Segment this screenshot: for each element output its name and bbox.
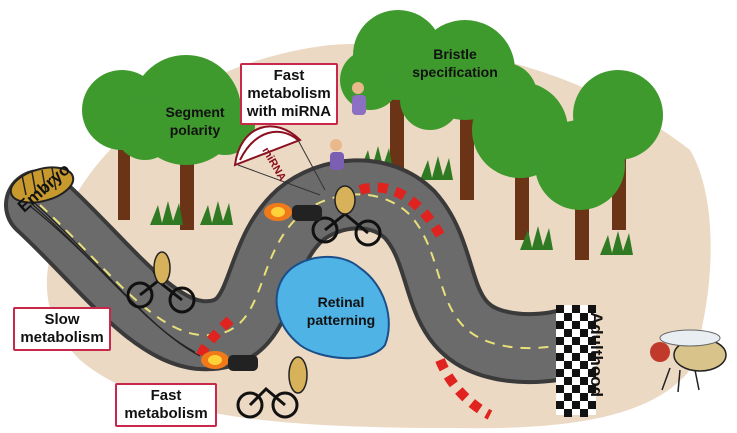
checker-square xyxy=(556,305,564,313)
checker-square xyxy=(580,313,588,321)
checker-square xyxy=(556,321,564,329)
checker-square xyxy=(588,337,596,345)
child-figure xyxy=(330,139,344,170)
tree-icon xyxy=(535,120,625,260)
checker-square xyxy=(564,329,572,337)
checker-square xyxy=(580,409,588,417)
fly-icon xyxy=(334,185,356,215)
fly-icon xyxy=(288,356,308,394)
checker-square xyxy=(572,401,580,409)
tree-icon xyxy=(115,55,255,230)
checker-square xyxy=(564,313,572,321)
checker-square xyxy=(556,337,564,345)
checker-square xyxy=(580,345,588,353)
checker-square xyxy=(564,361,572,369)
checker-square xyxy=(564,393,572,401)
larva-icon xyxy=(9,166,75,204)
checker-square xyxy=(588,369,596,377)
checker-square xyxy=(572,353,580,361)
checker-square xyxy=(572,337,580,345)
barrier xyxy=(195,182,493,420)
checker-square xyxy=(572,369,580,377)
fast-metabolism-box: Fast metabolism xyxy=(115,383,217,427)
checker-square xyxy=(564,409,572,417)
checker-square xyxy=(556,369,564,377)
checker-square xyxy=(588,401,596,409)
checker-square xyxy=(580,393,588,401)
segment-polarity-label: Segment polarity xyxy=(165,104,225,138)
checker-square xyxy=(572,305,580,313)
checkered-flag-icon xyxy=(556,305,596,417)
parachute-icon xyxy=(233,125,326,196)
checker-square xyxy=(572,385,580,393)
checker-square xyxy=(580,361,588,369)
fly-icon xyxy=(650,329,727,393)
checker-square xyxy=(588,305,596,313)
pond-icon xyxy=(275,255,390,360)
checker-square xyxy=(572,321,580,329)
checker-square xyxy=(580,377,588,385)
checker-square xyxy=(564,377,572,385)
checker-square xyxy=(588,321,596,329)
checker-square xyxy=(564,345,572,353)
adulthood-label: Adulthood xyxy=(587,312,606,397)
bristle-specification-label: Bristle specification xyxy=(412,46,498,80)
fly-icon xyxy=(153,251,171,285)
checker-square xyxy=(588,353,596,361)
rocket-flame-icon xyxy=(201,351,258,371)
retinal-patterning-label: Retinal patterning xyxy=(306,294,376,328)
checker-square xyxy=(556,353,564,361)
checker-square xyxy=(580,329,588,337)
checker-square xyxy=(556,401,564,409)
fast-metabolism-with-mirna-box: Fast metabolism with miRNA xyxy=(240,63,338,125)
slow-metabolism-box: Slow metabolism xyxy=(13,307,111,351)
rocket-flame-icon xyxy=(264,203,322,221)
road-centerline xyxy=(39,193,561,350)
bicycle-icon xyxy=(236,386,299,419)
checker-square xyxy=(556,385,564,393)
skid-marks xyxy=(19,189,201,357)
checker-square xyxy=(588,385,596,393)
child-figure xyxy=(352,82,366,115)
